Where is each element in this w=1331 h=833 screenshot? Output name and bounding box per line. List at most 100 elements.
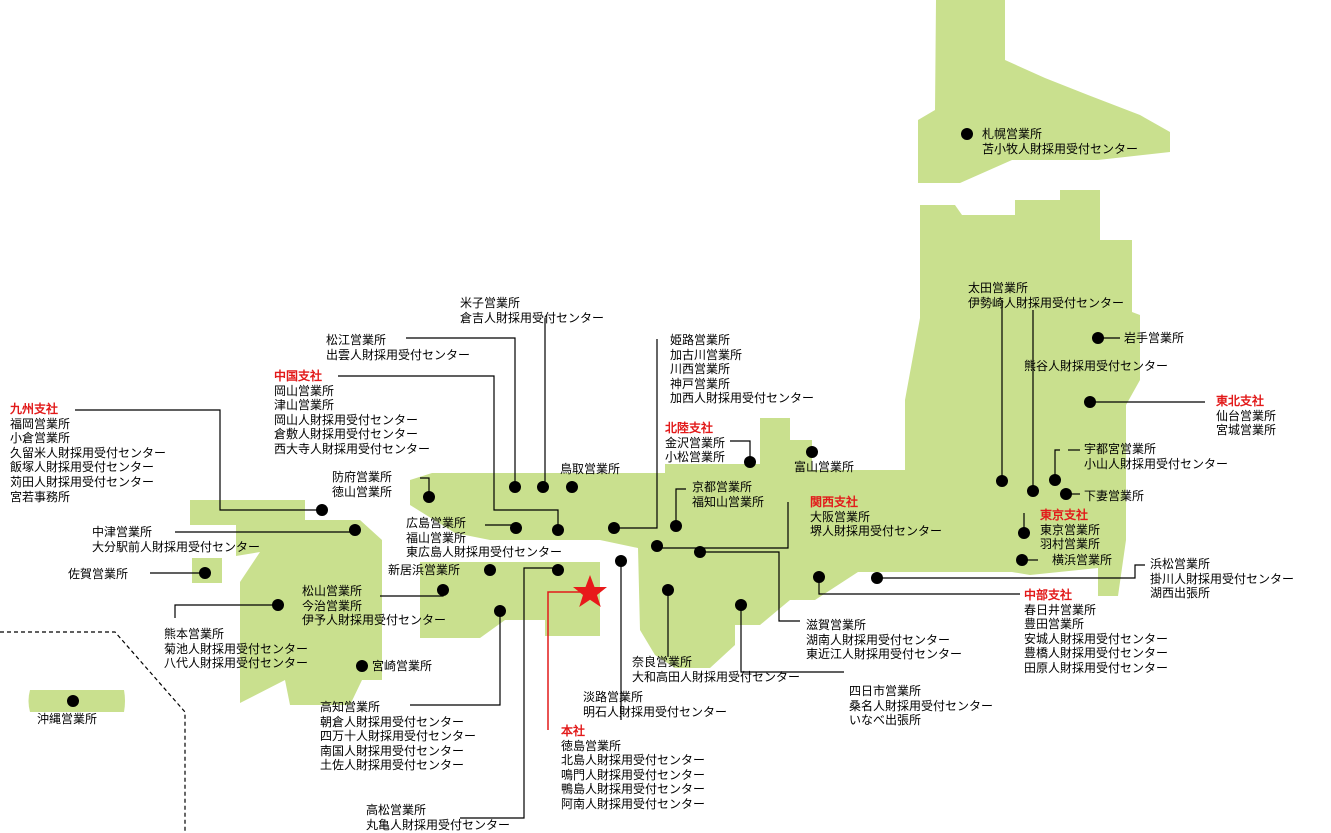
office-dot-icon — [1018, 527, 1030, 539]
office-dots — [67, 128, 1104, 707]
office-dot-icon — [615, 555, 627, 567]
office-name: 岡山営業所 — [274, 383, 335, 398]
office-name: 沖縄営業所 — [37, 712, 98, 726]
office-name: 苅田人財採用受付センター — [10, 474, 155, 489]
office-dot-icon — [1084, 396, 1096, 408]
office-dot-icon — [552, 564, 564, 576]
office-name: 奈良営業所 — [632, 655, 693, 669]
label-kumamoto: 熊本営業所菊池人財採用受付センター八代人財採用受付センター — [164, 627, 308, 671]
office-dot-icon — [735, 599, 747, 611]
office-name: 伊勢崎人財採用受付センター — [968, 295, 1125, 310]
label-miyazaki: 宮崎営業所 — [372, 659, 432, 674]
office-name: 京都営業所 — [692, 480, 753, 494]
label-niihama: 新居浜営業所 — [388, 563, 460, 578]
label-sapporo: 札幌営業所苫小牧人財採用受付センター — [982, 127, 1138, 156]
label-yokkaichi: 四日市営業所桑名人財採用受付センターいなべ出張所 — [849, 684, 993, 728]
office-name: 小倉営業所 — [10, 431, 71, 446]
label-tottori: 鳥取営業所 — [560, 462, 620, 477]
office-name: 熊本営業所 — [164, 627, 225, 641]
office-dot-icon — [509, 481, 521, 493]
office-dot-icon — [316, 504, 328, 516]
label-hofu: 防府営業所徳山営業所 — [332, 470, 392, 499]
office-name: 大和高田人財採用受付センター — [632, 669, 801, 684]
office-name: 加古川営業所 — [670, 347, 743, 362]
office-name: 伊予人財採用受付センター — [302, 613, 447, 628]
office-name: 久留米人財採用受付センター — [10, 445, 167, 460]
label-nara: 奈良営業所大和高田人財採用受付センター — [632, 655, 800, 684]
office-name: 田原人財採用受付センター — [1024, 660, 1169, 675]
branch-name: 中部支社 — [1024, 588, 1073, 602]
office-dot-icon — [1049, 474, 1061, 486]
office-name: 湖西出張所 — [1150, 586, 1211, 601]
office-name: 安城人財採用受付センター — [1024, 631, 1169, 646]
office-name: 佐賀営業所 — [68, 567, 129, 581]
label-tokyo: 東京支社 東京営業所羽村営業所 — [1040, 508, 1100, 552]
office-name: 川西営業所 — [670, 362, 731, 377]
branch-name: 東京支社 — [1040, 508, 1089, 522]
office-name: 土佐人財採用受付センター — [320, 758, 465, 773]
office-name: 広島営業所 — [406, 516, 467, 530]
office-name: いなべ出張所 — [849, 713, 922, 728]
office-dot-icon — [566, 481, 578, 493]
office-name: 神戸営業所 — [670, 376, 731, 391]
office-dot-icon — [670, 520, 682, 532]
office-dot-icon — [813, 571, 825, 583]
office-dot-icon — [552, 524, 564, 536]
label-takamatsu: 高松営業所丸亀人財採用受付センター — [366, 803, 510, 832]
label-hamamatsu: 浜松営業所掛川人財採用受付センター湖西出張所 — [1150, 557, 1294, 601]
office-dot-icon — [806, 446, 818, 458]
branch-name: 北陸支社 — [665, 421, 714, 435]
label-awaji: 淡路営業所明石人財採用受付センター — [583, 690, 727, 719]
office-name: 岩手営業所 — [1124, 331, 1185, 345]
office-name: 新居浜営業所 — [388, 563, 461, 577]
office-dot-icon — [423, 491, 435, 503]
office-name: 熊谷人財採用受付センター — [1024, 359, 1169, 373]
office-name: 湖南人財採用受付センター — [806, 632, 951, 647]
office-name: 今治営業所 — [302, 598, 363, 613]
label-kyushu: 九州支社 福岡営業所小倉営業所久留米人財採用受付センター飯塚人財採用受付センター… — [10, 402, 166, 504]
office-name: 下妻営業所 — [1084, 489, 1145, 503]
office-name: 福山営業所 — [406, 530, 467, 545]
office-name: 明石人財採用受付センター — [583, 704, 728, 719]
office-name: 加西人財採用受付センター — [670, 391, 815, 406]
office-dot-icon — [537, 481, 549, 493]
office-name: 福知山営業所 — [692, 494, 765, 509]
office-name: 富山営業所 — [794, 460, 855, 474]
office-dot-icon — [744, 456, 756, 468]
office-dot-icon — [996, 475, 1008, 487]
office-name: 滋賀営業所 — [806, 618, 867, 632]
office-name: 松山営業所 — [302, 584, 363, 598]
office-name: 高松営業所 — [366, 803, 427, 817]
branch-name: 九州支社 — [10, 402, 59, 416]
label-yokohama: 横浜営業所 — [1052, 553, 1112, 568]
label-hokuriku: 北陸支社 金沢営業所小松営業所 — [665, 421, 725, 465]
label-kyoto: 京都営業所福知山営業所 — [692, 480, 764, 509]
office-name: 丸亀人財採用受付センター — [366, 817, 511, 832]
label-shiga: 滋賀営業所湖南人財採用受付センター東近江人財採用受付センター — [806, 618, 962, 662]
office-name: 倉吉人財採用受付センター — [460, 310, 605, 325]
label-yonago: 米子営業所倉吉人財採用受付センター — [460, 296, 604, 325]
office-name: 四日市営業所 — [849, 684, 922, 698]
office-name: 桑名人財採用受付センター — [849, 698, 994, 713]
office-name: 米子営業所 — [460, 296, 521, 310]
office-name: 宇都宮営業所 — [1084, 442, 1157, 456]
office-name: 淡路営業所 — [583, 690, 644, 704]
office-name: 宮城営業所 — [1216, 423, 1277, 438]
label-kansai: 関西支社 大阪営業所堺人財採用受付センター — [810, 495, 942, 539]
kyushu-land — [190, 500, 382, 705]
branch-name: 本社 — [561, 724, 586, 738]
office-dot-icon — [349, 524, 361, 536]
label-iwate: 岩手営業所 — [1124, 331, 1184, 346]
shikoku-land — [420, 562, 600, 638]
office-name: 南国人財採用受付センター — [320, 743, 465, 758]
office-name: 小山人財採用受付センター — [1084, 456, 1229, 471]
office-name: 苫小牧人財採用受付センター — [982, 141, 1139, 156]
label-matsuyama: 松山営業所今治営業所伊予人財採用受付センター — [302, 584, 446, 628]
office-dot-icon — [651, 540, 663, 552]
office-dot-icon — [437, 584, 449, 596]
okinawa-inset-divider — [0, 631, 186, 833]
tohoku-kanto-land — [905, 190, 1140, 596]
office-name: 宮崎営業所 — [372, 659, 433, 673]
office-name: 西大寺人財採用受付センター — [274, 441, 431, 456]
office-name: 掛川人財採用受付センター — [1150, 571, 1295, 586]
